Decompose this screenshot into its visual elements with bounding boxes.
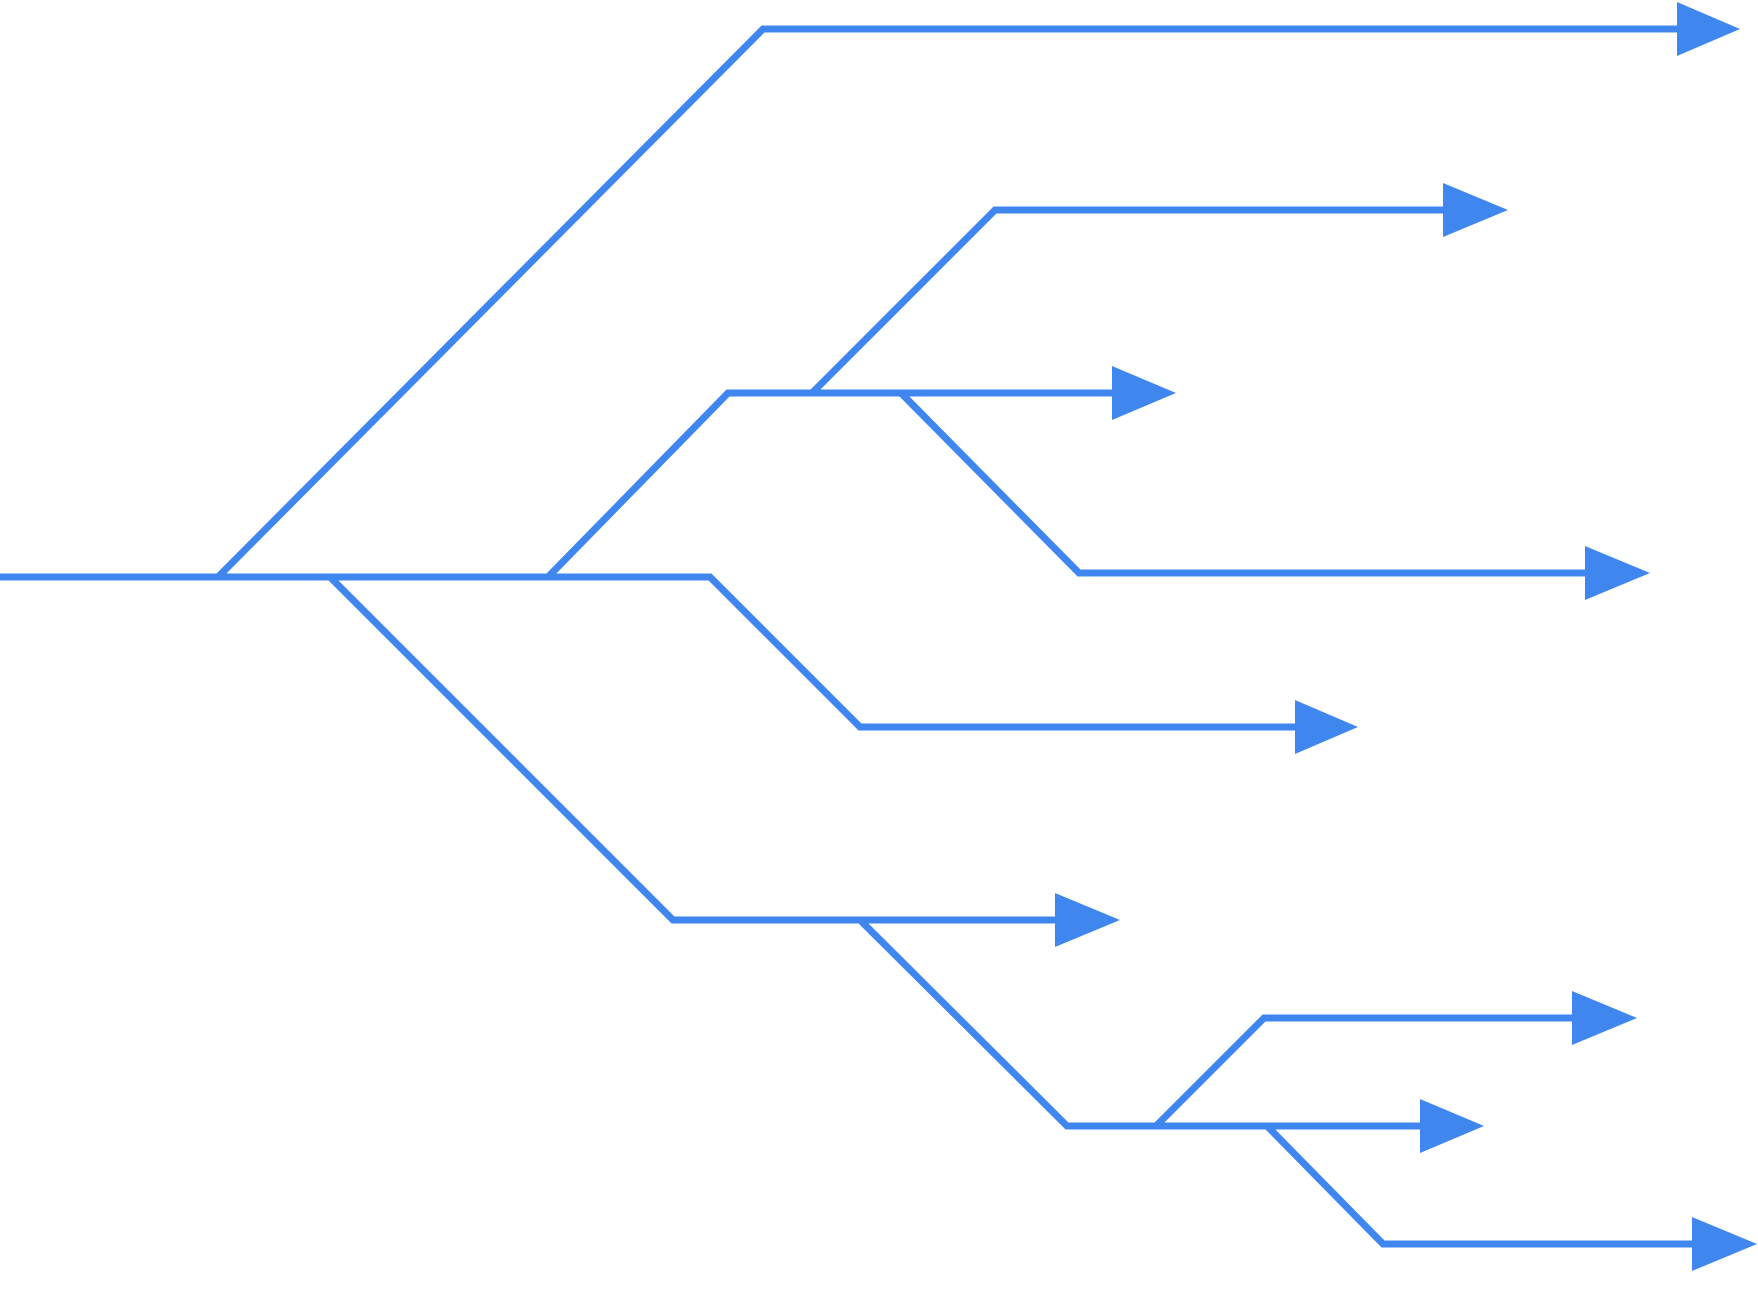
- trunk-line: [0, 573, 1295, 731]
- trunk-line-arrowhead: [1295, 700, 1358, 754]
- lower-low-branch-arrowhead: [1692, 1217, 1757, 1271]
- upper-high-branch: [809, 206, 1443, 396]
- arrowheads-group: [1055, 2, 1757, 1271]
- lower-main-branch-arrowhead: [1055, 893, 1120, 947]
- lower-high-branch: [1153, 1014, 1572, 1129]
- lower-deep-branch: [857, 917, 1420, 1130]
- upper-main-branch: [545, 389, 1112, 580]
- lower-main-branch: [327, 574, 1055, 924]
- upper-main-branch-arrowhead: [1112, 366, 1176, 420]
- lower-low-branch: [1264, 1123, 1692, 1248]
- branches-group: [0, 25, 1692, 1248]
- upper-high-branch-arrowhead: [1443, 183, 1508, 237]
- lower-deep-branch-arrowhead: [1420, 1099, 1484, 1153]
- upper-low-branch: [898, 390, 1585, 577]
- lower-high-branch-arrowhead: [1572, 991, 1637, 1045]
- top-branch-arrowhead: [1677, 2, 1740, 56]
- top-branch: [215, 25, 1677, 580]
- upper-low-branch-arrowhead: [1585, 546, 1650, 600]
